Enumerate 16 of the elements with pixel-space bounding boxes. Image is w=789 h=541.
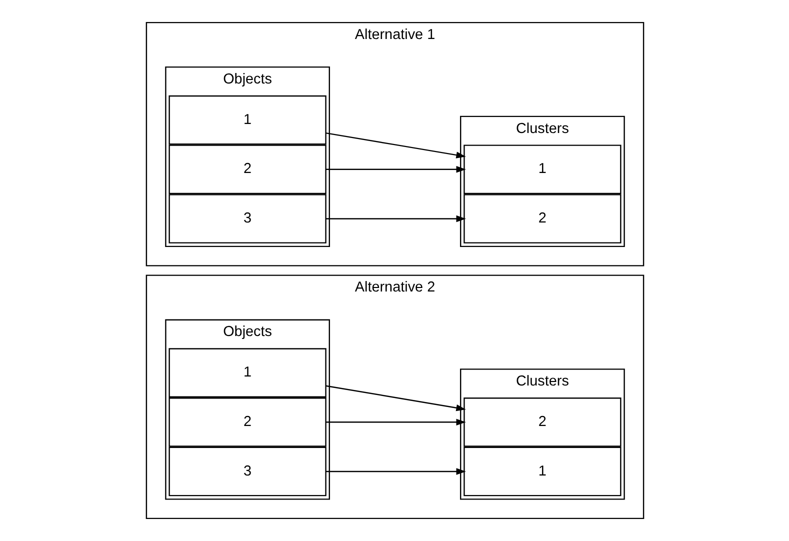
- node-box: 2: [168, 397, 326, 447]
- arrow: [325, 385, 466, 412]
- arrow: [325, 132, 466, 158]
- node-box: 3: [168, 446, 326, 496]
- node-box: 2: [463, 194, 621, 244]
- node-box: 1: [168, 348, 326, 398]
- arrow: [325, 166, 466, 173]
- arrow: [325, 418, 466, 426]
- node-box: 1: [463, 144, 621, 194]
- node-box: 2: [463, 397, 621, 447]
- node-box: 2: [168, 144, 326, 194]
- node-box: 1: [463, 446, 621, 496]
- node-box: 1: [168, 95, 326, 145]
- node-box: 3: [168, 194, 326, 244]
- arrow: [325, 215, 466, 222]
- arrow: [325, 468, 466, 475]
